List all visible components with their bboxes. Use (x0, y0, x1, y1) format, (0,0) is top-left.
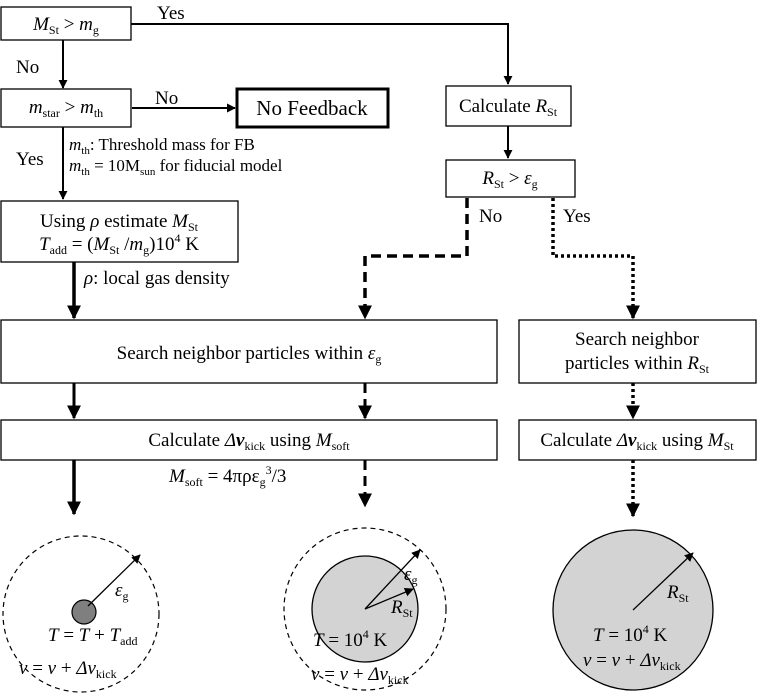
middle-velocity-update: v = v + Δvkick (311, 664, 409, 687)
note-msoft-definition: Msoft = 4πρεg3/3 (168, 463, 286, 489)
node-search-rst-line1: Search neighbor (575, 329, 700, 350)
node-estimate-line1: Using ρ estimate MSt (40, 211, 199, 234)
middle-eps-radius-arrow (364, 549, 421, 610)
notes: mth: Threshold mass for FB mth = 10Msun … (69, 135, 286, 489)
node-no-feedback-box (235, 87, 390, 129)
left-eps-label: εg (115, 580, 129, 603)
node-mst-gt-mg-label: MSt > mg (32, 14, 99, 37)
node-search-eps-label: Search neighbor particles within εg (117, 343, 382, 366)
note-rho-definition: ρ: local gas density (83, 268, 230, 289)
node-calc-kick-st-box (518, 419, 757, 461)
right-velocity-update: v = v + Δvkick (583, 650, 681, 673)
edge-label-yes-right: Yes (563, 206, 591, 227)
node-no-feedback-label: No Feedback (256, 96, 368, 120)
node-search-eps-box (0, 319, 498, 384)
node-calc-kick-soft-box (0, 419, 498, 461)
arrow-yes-dotted-to-search-rst (551, 198, 640, 320)
edge-label-no-right: No (479, 206, 502, 227)
right-rst-radius-arrow (632, 552, 694, 611)
node-estimate-box (0, 200, 239, 263)
edge-labels: Yes No No Yes No Yes (16, 3, 591, 227)
node-rst-gt-eg-label: RSt > εg (481, 168, 537, 191)
middle-rst-label: RSt (390, 597, 413, 620)
left-softening-circle (2, 535, 160, 693)
left-star-particle (71, 599, 97, 625)
node-calc-kick-soft-label: Calculate Δvkick using Msoft (148, 430, 350, 453)
note-mth-value: mth = 10Msun for fiducial model (69, 156, 283, 178)
middle-rst-radius-arrow (364, 587, 414, 610)
edge-label-no-top: No (16, 57, 39, 78)
node-estimate-line2: Tadd = (MSt /mg)104 K (39, 231, 199, 257)
right-temperature-update: T = 104 K (593, 622, 668, 646)
middle-softening-circle (283, 527, 447, 691)
middle-eps-label: εg (404, 564, 418, 587)
node-search-rst-box (518, 319, 757, 384)
connectors (58, 23, 640, 518)
left-temperature-update: T = T + Tadd (48, 625, 138, 648)
node-labels: MSt > mg mstar > mth No Feedback Calcula… (29, 14, 734, 453)
nodes (0, 6, 757, 461)
arrow-no-dashed-to-search (358, 198, 469, 320)
node-calc-kick-st-label: Calculate Δvkick using MSt (540, 430, 734, 453)
node-search-rst-line2: particles within RSt (565, 353, 710, 376)
node-calc-rst-box (445, 85, 572, 127)
edge-label-yes-top: Yes (157, 3, 185, 24)
edge-label-yes-mid: Yes (16, 149, 44, 170)
node-mstar-gt-mth-box (0, 88, 132, 128)
right-feedback-sphere: RSt T = 104 K v = v + Δvkick (552, 529, 714, 691)
left-feedback-sphere: εg T = T + Tadd v = v + Δvkick (2, 535, 160, 693)
node-mstar-gt-mth-label: mstar > mth (29, 97, 103, 120)
right-rst-label: RSt (666, 582, 689, 605)
edge-label-no-mid: No (155, 88, 178, 109)
node-mst-gt-mg-box (0, 6, 132, 41)
note-mth-definition: mth: Threshold mass for FB (69, 135, 255, 157)
node-rst-gt-eg-box (445, 159, 576, 198)
middle-temperature-update: T = 104 K (313, 627, 388, 651)
left-eps-radius-arrow (87, 554, 141, 607)
node-calc-rst-label: Calculate RSt (459, 96, 558, 119)
middle-feedback-sphere: εg RSt T = 104 K v = v + Δvkick (283, 527, 447, 691)
left-velocity-update: v = v + Δvkick (19, 658, 117, 681)
